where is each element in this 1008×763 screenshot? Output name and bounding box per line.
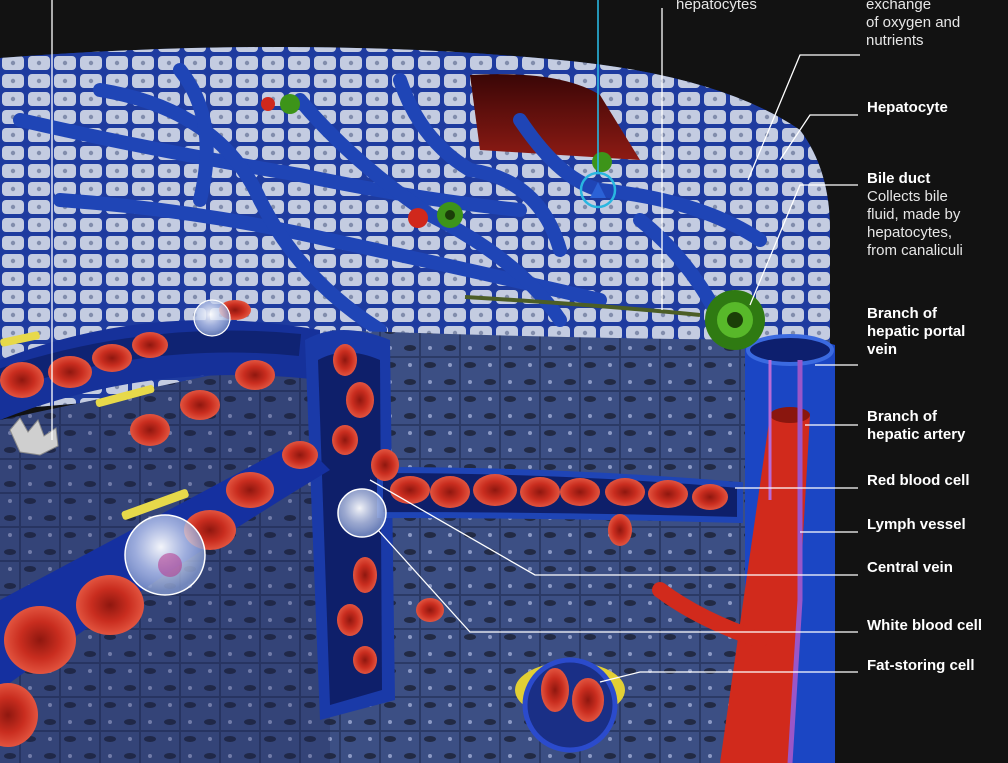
red-blood-cell <box>560 478 600 506</box>
red-blood-cell <box>430 476 470 508</box>
red-blood-cell <box>180 390 220 420</box>
red-blood-cell <box>416 598 444 622</box>
red-blood-cell <box>337 604 363 636</box>
white-blood-cell <box>194 300 230 336</box>
label-lymph-vessel: Lymph vessel <box>867 516 966 534</box>
red-blood-cell <box>92 344 132 372</box>
red-blood-cell <box>346 382 374 418</box>
label-red-blood-cell: Red blood cell <box>867 472 970 490</box>
red-blood-cell <box>648 480 688 508</box>
red-blood-cell <box>235 360 275 390</box>
red-blood-cell <box>371 449 399 481</box>
red-blood-cell <box>332 425 358 455</box>
red-blood-cell <box>692 484 728 510</box>
red-blood-cell <box>132 332 168 358</box>
white-blood-cell <box>338 489 386 537</box>
red-blood-cell <box>0 362 44 398</box>
red-blood-cell <box>130 414 170 446</box>
red-blood-cell <box>282 441 318 469</box>
red-blood-cell <box>226 472 274 508</box>
red-blood-cell <box>390 476 430 504</box>
label-bile-duct: Bile duct Collects bile fluid, made by h… <box>867 170 963 260</box>
red-blood-cell <box>4 606 76 674</box>
red-blood-cell <box>353 557 377 593</box>
label-fat-storing-cell: Fat-storing cell <box>867 657 975 675</box>
label-portal-vein: Branch of hepatic portal vein <box>867 305 965 359</box>
fragment-exchange: exchange of oxygen and nutrients <box>866 0 960 50</box>
label-central-vein: Central vein <box>867 559 953 577</box>
label-white-blood-cell: White blood cell <box>867 617 982 635</box>
red-blood-cell <box>76 575 144 635</box>
red-blood-cell <box>333 344 357 376</box>
label-hepatic-artery: Branch of hepatic artery <box>867 408 965 444</box>
red-blood-cell <box>605 478 645 506</box>
label-hepatocyte: Hepatocyte <box>867 99 948 117</box>
red-blood-cell <box>48 356 92 388</box>
red-blood-cell <box>473 474 517 506</box>
red-blood-cell <box>520 477 560 507</box>
red-blood-cell <box>353 646 377 674</box>
fragment-hepatocytes: hepatocytes <box>676 0 757 14</box>
central-vein-surface <box>408 208 428 228</box>
red-blood-cell <box>608 514 632 546</box>
